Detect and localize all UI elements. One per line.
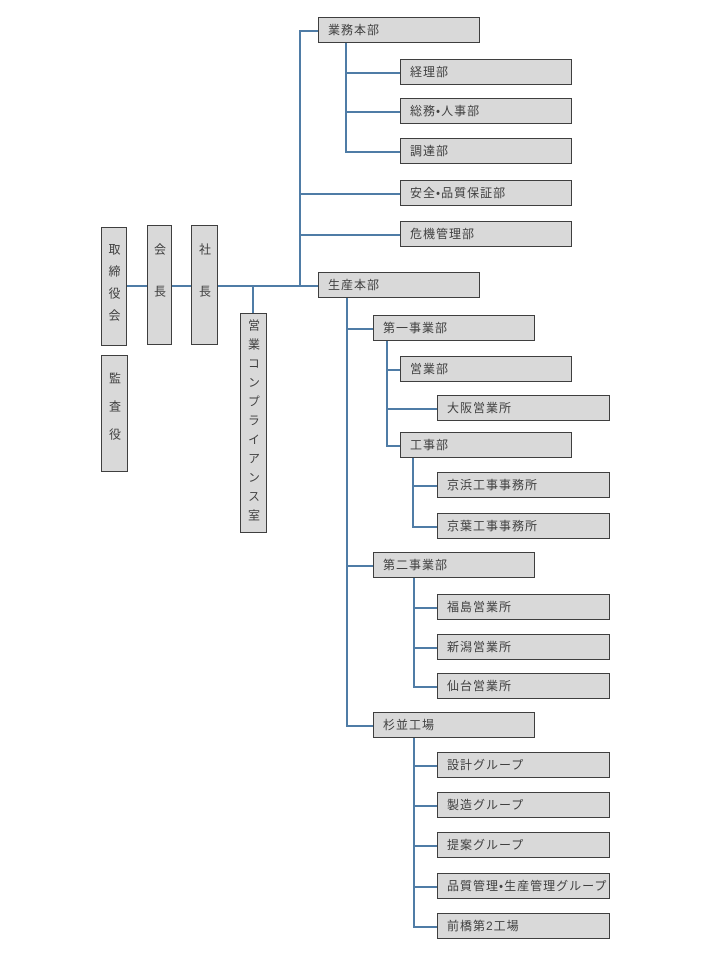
connector-line [252,285,254,313]
org-node-kiki-kanri-bu: 危機管理部 [400,221,572,247]
org-node-label: 取締役会 [107,242,121,331]
org-node-label: 工事部 [410,438,450,452]
org-node-somu-jinji-bu: 総務・人事部 [400,98,572,124]
org-node-suginami-kojo: 杉並工場 [373,712,535,738]
connector-line [412,485,437,487]
org-node-teian-group: 提案グループ [437,832,610,858]
org-node-label: 総務・人事部 [410,104,481,118]
connector-line [346,298,348,725]
org-node-label: 設計グループ [447,758,525,772]
org-node-gyomu-honbu: 業務本部 [318,17,480,43]
org-node-label: 生産本部 [328,278,381,292]
org-node-shacho: 社長 [191,225,218,345]
org-node-label: 業務本部 [328,23,381,37]
connector-line [386,341,388,445]
org-node-daini-jigyobu: 第二事業部 [373,552,535,578]
org-node-label: 営業部 [410,362,450,376]
connector-line [345,43,347,151]
org-node-keihin-koji-jimusho: 京浜工事事務所 [437,472,610,498]
org-node-anzen-hinshitsu-hosho-bu: 安全・品質保証部 [400,180,572,206]
org-node-label: 営業コンプライアンス室 [246,318,261,528]
org-node-eigyo-compliance-shitsu: 営業コンプライアンス室 [240,313,267,533]
connector-line [345,72,400,74]
connector-line [346,565,373,567]
org-node-daiichi-jigyobu: 第一事業部 [373,315,535,341]
connector-line [413,647,437,649]
org-node-label: 京葉工事事務所 [447,519,539,533]
org-node-label: 提案グループ [447,838,525,852]
connector-line [345,151,400,153]
org-node-label: 調達部 [410,144,450,158]
org-node-seizo-group: 製造グループ [437,792,610,818]
org-node-kaicho: 会長 [147,225,172,345]
connector-line [413,686,437,688]
connector-line [127,285,318,287]
org-node-hinshitsu-kanri-seisan-kanri-group: 品質管理・生産管理グループ [437,873,610,899]
org-node-label: 品質管理・生産管理グループ [447,879,608,893]
connector-line [386,445,400,447]
org-node-label: 危機管理部 [410,227,476,241]
org-node-label: 第一事業部 [383,321,449,335]
connector-line [413,805,437,807]
connector-line [345,111,400,113]
org-node-seisan-honbu: 生産本部 [318,272,480,298]
connector-line [299,30,301,285]
connector-line [413,926,437,928]
org-node-torishimariyaku-kai: 取締役会 [101,227,127,346]
connector-line [299,234,400,236]
connector-line [299,30,318,32]
org-node-niigata-eigyosho: 新潟営業所 [437,634,610,660]
org-node-eigyo-bu: 営業部 [400,356,572,382]
org-node-keiyo-koji-jimusho: 京葉工事事務所 [437,513,610,539]
org-node-label: 新潟営業所 [447,640,513,654]
org-node-sekkei-group: 設計グループ [437,752,610,778]
connector-line [413,886,437,888]
connector-line [412,526,437,528]
connector-line [413,578,415,686]
org-node-label: 第二事業部 [383,558,449,572]
connector-line [299,193,400,195]
org-node-keiri-bu: 経理部 [400,59,572,85]
org-node-koji-bu: 工事部 [400,432,572,458]
org-node-fukushima-eigyosho: 福島営業所 [437,594,610,620]
connector-line [413,738,415,926]
org-node-label: 経理部 [410,65,450,79]
org-node-label: 製造グループ [447,798,525,812]
org-node-label: 社長 [197,243,212,327]
org-node-sendai-eigyosho: 仙台営業所 [437,673,610,699]
org-node-label: 仙台営業所 [447,679,513,693]
org-node-kansayaku: 監査役 [101,355,128,472]
connector-line [413,765,437,767]
org-node-label: 福島営業所 [447,600,513,614]
org-node-label: 前橋第2工場 [447,919,520,933]
org-node-label: 安全・品質保証部 [410,186,507,200]
org-node-chotatsu-bu: 調達部 [400,138,572,164]
connector-line [413,607,437,609]
connector-line [412,458,414,526]
org-node-maebashi-dai2-kojo: 前橋第2工場 [437,913,610,939]
org-node-label: 京浜工事事務所 [447,478,539,492]
org-node-label: 杉並工場 [383,718,436,732]
connector-line [413,845,437,847]
connector-line [386,369,400,371]
org-node-label: 監査役 [107,371,122,456]
connector-line [386,408,437,410]
connector-line [346,725,373,727]
org-node-label: 大阪営業所 [447,401,513,415]
org-node-osaka-eigyosho: 大阪営業所 [437,395,610,421]
connector-line [346,328,373,330]
org-node-label: 会長 [152,243,167,327]
